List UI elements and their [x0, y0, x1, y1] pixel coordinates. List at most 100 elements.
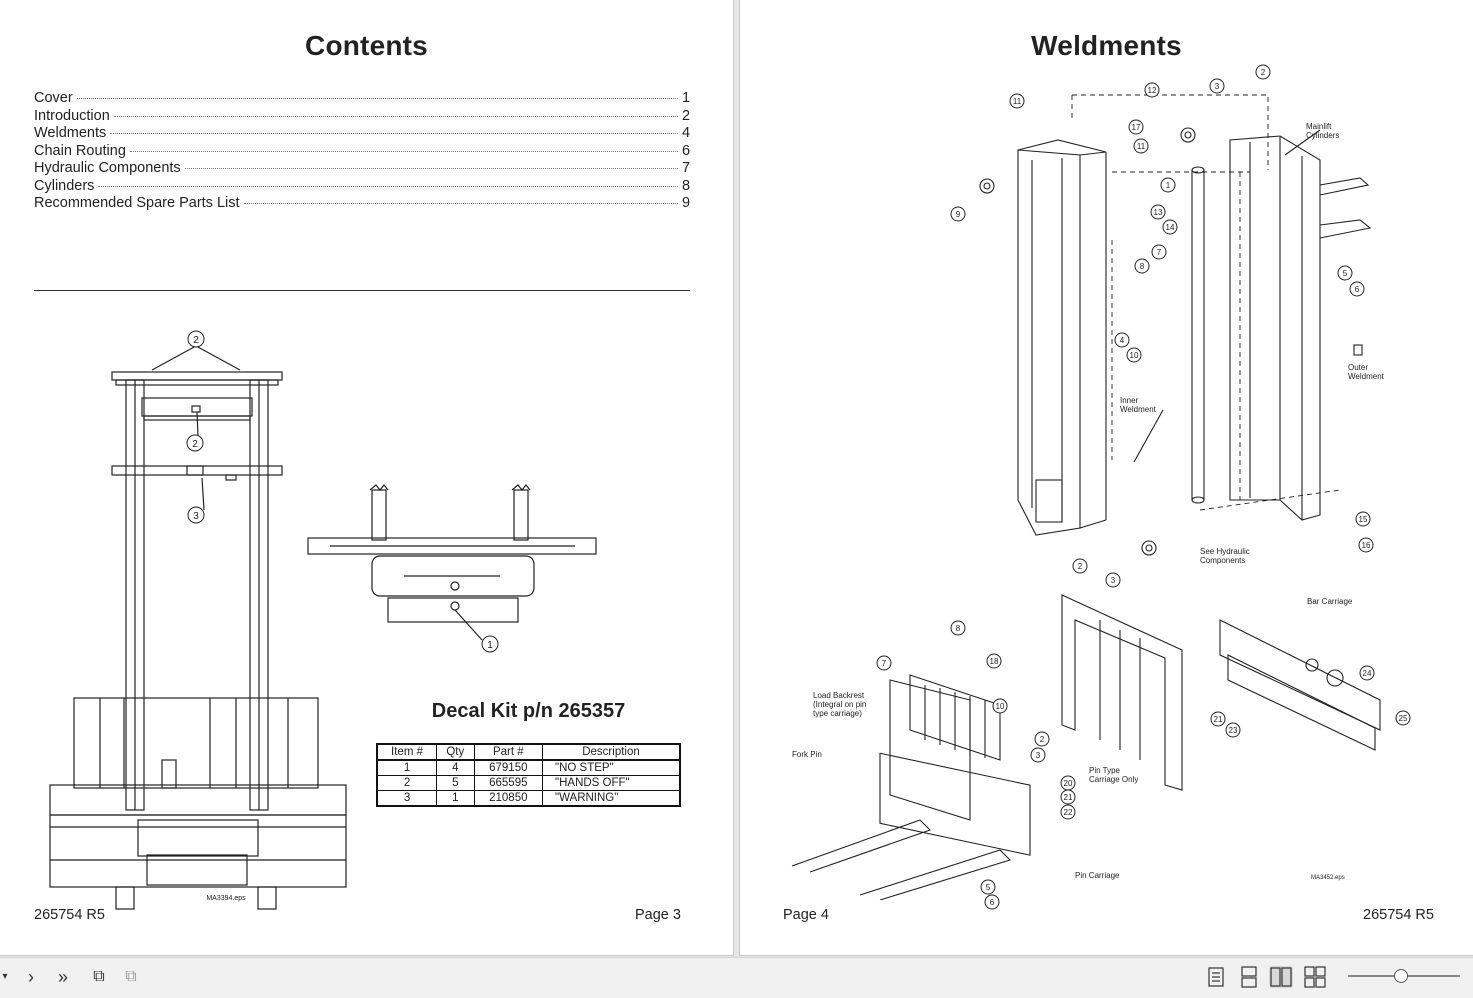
weldments-title: Weldments	[1031, 30, 1182, 61]
dropdown-icon[interactable]: ▾	[2, 971, 8, 982]
table-cell: "WARNING"	[542, 790, 681, 807]
toc-entry[interactable]: Hydraulic Components 7	[34, 160, 690, 178]
column-header: Description	[542, 743, 681, 761]
svg-text:7: 7	[882, 659, 887, 668]
single-page-view-icon[interactable]	[1204, 966, 1228, 988]
right-page: Weldments	[740, 0, 1473, 955]
svg-text:8: 8	[956, 624, 961, 633]
contents-title: Contents	[305, 30, 428, 61]
left-page: Contents Cover 1 Introduction 2 Weldments 4…	[0, 0, 733, 955]
toc-label: Introduction	[34, 107, 110, 124]
section-divider	[34, 290, 690, 291]
label-bar-carriage: Bar Carriage	[1307, 597, 1353, 606]
toc-entry[interactable]: Chain Routing 6	[34, 143, 690, 161]
rotate-alt-icon[interactable]: ⧉	[125, 968, 137, 985]
svg-text:11: 11	[1013, 97, 1022, 106]
toc-page-number: 7	[682, 160, 691, 176]
toc-label: Chain Routing	[34, 142, 126, 159]
toc-leader	[184, 168, 678, 169]
callout-number: 3	[193, 511, 199, 522]
svg-text:22: 22	[1064, 808, 1073, 817]
label-fork-pin: Fork Pin	[792, 750, 822, 759]
table-cell: 1	[376, 759, 438, 776]
svg-text:13: 13	[1154, 208, 1163, 217]
two-page-view-icon[interactable]	[1269, 966, 1293, 988]
svg-text:1: 1	[1166, 181, 1171, 190]
svg-text:6: 6	[1355, 285, 1360, 294]
svg-text:10: 10	[1130, 351, 1139, 360]
next-page-icon[interactable]: ›	[28, 967, 34, 987]
table-cell: 4	[436, 759, 475, 776]
column-header: Item #	[376, 743, 438, 761]
table-cell: "NO STEP"	[542, 759, 681, 776]
toc-leader	[98, 185, 678, 187]
toc-page-number: 8	[682, 177, 691, 194]
toc-page-number: 1	[682, 90, 691, 106]
column-header: Qty	[436, 743, 475, 761]
table-cell: 2	[376, 775, 438, 791]
svg-text:21: 21	[1214, 715, 1223, 724]
viewer-toolbar: ▾ › » ⧉ ⧉	[0, 957, 1473, 998]
svg-text:12: 12	[1148, 86, 1157, 95]
svg-text:14: 14	[1166, 223, 1175, 232]
toc-leader	[76, 98, 678, 99]
toc-label: Hydraulic Components	[34, 160, 181, 176]
svg-text:7: 7	[1157, 248, 1162, 257]
table-cell: 1	[436, 790, 475, 807]
label-pin-carriage: Pin Carriage	[1075, 871, 1120, 880]
decal-kit-title: Decal Kit p/n 265357	[431, 700, 626, 722]
svg-text:10: 10	[996, 702, 1005, 711]
svg-text:25: 25	[1399, 714, 1408, 723]
continuous-view-icon[interactable]	[1237, 966, 1261, 988]
toc-page-number: 4	[682, 125, 691, 141]
drawing-file-label: MA3394.eps	[206, 895, 246, 902]
toc-page-number: 6	[682, 142, 691, 159]
svg-text:3: 3	[1215, 82, 1220, 91]
last-page-icon[interactable]: »	[57, 967, 68, 987]
toc-entry[interactable]: Cover 1	[34, 90, 690, 108]
svg-text:24: 24	[1363, 669, 1372, 678]
callout-number: 2	[192, 439, 198, 450]
toc-entry[interactable]: Weldments 4	[34, 125, 690, 143]
svg-text:15: 15	[1359, 515, 1368, 524]
svg-text:4: 4	[1120, 336, 1125, 345]
weldments-exploded-drawing	[791, 94, 1381, 900]
zoom-slider-handle[interactable]	[1394, 969, 1408, 983]
toc-label: Cover	[34, 90, 73, 106]
decal-kit-table: Item # Qty Part # Description 1 4 679150…	[376, 743, 681, 807]
svg-text:9: 9	[956, 210, 961, 219]
svg-text:3: 3	[1036, 751, 1041, 760]
table-cell: 210850	[473, 790, 544, 807]
table-row: 2 5 665595 "HANDS OFF"	[376, 775, 681, 791]
two-page-continuous-view-icon[interactable]	[1303, 966, 1327, 988]
document-number: 265754 R5	[34, 907, 105, 923]
svg-text:23: 23	[1229, 726, 1238, 735]
toc-page-number: 2	[682, 107, 691, 124]
toc-leader	[113, 115, 678, 117]
svg-text:17: 17	[1132, 123, 1141, 132]
svg-text:2: 2	[1078, 562, 1083, 571]
table-cell: 3	[376, 790, 438, 807]
svg-text:3: 3	[1111, 576, 1116, 585]
table-row: 3 1 210850 "WARNING"	[376, 790, 681, 807]
toc-label: Weldments	[34, 125, 107, 141]
toc-entry[interactable]: Introduction 2	[34, 108, 690, 126]
toc-leader	[129, 150, 678, 152]
rotate-icon[interactable]: ⧉	[93, 968, 105, 985]
mast-front-view-drawing: 2 2 3 MA3394.eps	[49, 330, 347, 910]
svg-text:18: 18	[990, 657, 999, 666]
table-of-contents: Cover 1 Introduction 2 Weldments 4 Chain Ro…	[34, 90, 690, 213]
table-header-row: Item # Qty Part # Description	[376, 743, 681, 761]
document-number: 265754 R5	[1363, 907, 1434, 923]
toc-leader	[243, 203, 678, 204]
svg-text:20: 20	[1064, 779, 1073, 788]
table-cell: 665595	[473, 775, 544, 791]
